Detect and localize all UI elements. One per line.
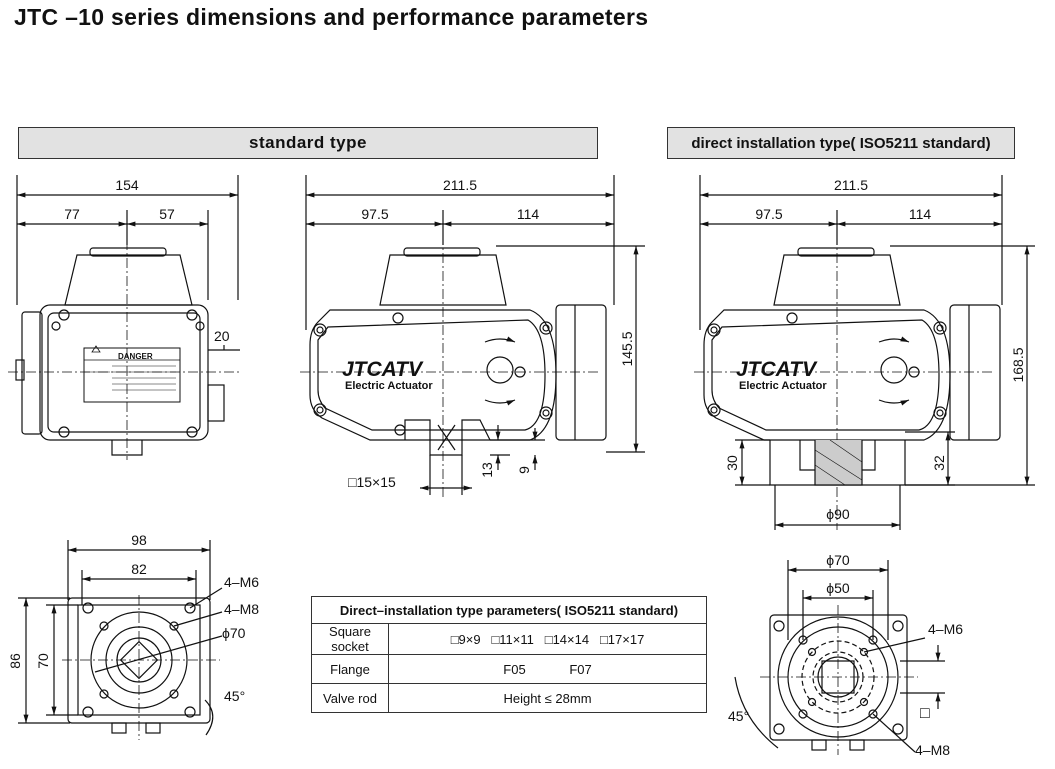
dim-82: 82 (131, 561, 147, 577)
view4-bottom-drawing (18, 540, 223, 740)
row-label-flange: Flange (311, 654, 389, 684)
dim-211-5-std: 211.5 (443, 177, 477, 193)
dim-phi70-dir: ϕ70 (826, 552, 850, 568)
brand-text: JTC (14, 4, 59, 30)
dim-97-5-dir: 97.5 (755, 206, 782, 222)
logo-dir: JTCATV (736, 358, 818, 381)
dim-9: 9 (516, 466, 532, 474)
dim-4-m8-dir: 4–M8 (915, 742, 950, 758)
dim-77: 77 (64, 206, 80, 222)
dimension-labels: 154 77 57 20 DANGER 211.5 97.5 114 145.5… (7, 177, 1026, 758)
logo-sub-dir: Electric Actuator (739, 380, 827, 392)
dim-45-dir: 45° (728, 708, 749, 724)
dim-phi50-dir: ϕ50 (826, 580, 850, 596)
socket-9: □9×9 (450, 631, 481, 647)
standard-type-band: standard type (18, 127, 598, 159)
dim-168-5: 168.5 (1010, 347, 1026, 382)
socket-17: □17×17 (599, 631, 645, 647)
dim-32: 32 (931, 455, 947, 471)
logo-sub-std: Electric Actuator (345, 380, 433, 392)
dim-square-dir: □ (920, 705, 930, 722)
logo-std: JTCATV (342, 358, 424, 381)
dim-145-5: 145.5 (619, 331, 635, 366)
row-label-valve-rod: Valve rod (311, 683, 389, 713)
socket-11: □11×11 (491, 631, 534, 647)
danger-label-title: DANGER (118, 352, 153, 361)
dim-154: 154 (115, 177, 139, 193)
valve-rod-value: Height ≤ 28mm (388, 683, 707, 713)
dim-211-5-dir: 211.5 (834, 177, 868, 193)
direct-type-band: direct installation type( ISO5211 standa… (667, 127, 1015, 159)
view5-bottom-drawing (734, 560, 945, 755)
row-label-square-socket: Square socket (311, 623, 389, 655)
table-row: Flange F05 F07 (311, 654, 707, 684)
dim-13: 13 (479, 462, 495, 478)
dim-114-std: 114 (517, 206, 540, 222)
page-title: JTC –10 series dimensions and performanc… (14, 4, 648, 31)
dim-114-dir: 114 (909, 206, 932, 222)
dim-57: 57 (159, 206, 175, 222)
flange-f05: F05 (503, 661, 526, 677)
table-row: Valve rod Height ≤ 28mm (311, 683, 707, 713)
dim-45-std: 45° (224, 688, 245, 704)
view3-front-drawing (694, 175, 1035, 530)
square-socket-values: □9×9 □11×11 □14×14 □17×17 (388, 623, 707, 655)
dim-98: 98 (131, 532, 147, 548)
dim-20: 20 (214, 328, 230, 344)
flange-f07: F07 (569, 661, 592, 677)
table-header: Direct–installation type parameters( ISO… (311, 596, 707, 624)
dim-phi70-std: ϕ70 (222, 625, 246, 641)
socket-14: □14×14 (544, 631, 590, 647)
dim-phi90: ϕ90 (826, 506, 850, 522)
dim-4-m8-std: 4–M8 (224, 601, 259, 617)
dim-square-15: □15×15 (348, 474, 396, 490)
dim-97-5-std: 97.5 (361, 206, 388, 222)
dim-4-m6-dir: 4–M6 (928, 621, 963, 637)
dim-86: 86 (7, 653, 23, 669)
dim-4-m6-std: 4–M6 (224, 574, 259, 590)
title-text: –10 series dimensions and performance pa… (65, 4, 649, 30)
view1-side-drawing (8, 175, 240, 460)
dim-30: 30 (724, 455, 740, 471)
dim-70: 70 (35, 653, 51, 669)
view2-front-drawing (300, 175, 645, 500)
flange-values: F05 F07 (388, 654, 707, 684)
table-row: Square socket □9×9 □11×11 □14×14 □17×17 (311, 623, 707, 655)
parameters-table: Direct–installation type parameters( ISO… (311, 596, 707, 713)
